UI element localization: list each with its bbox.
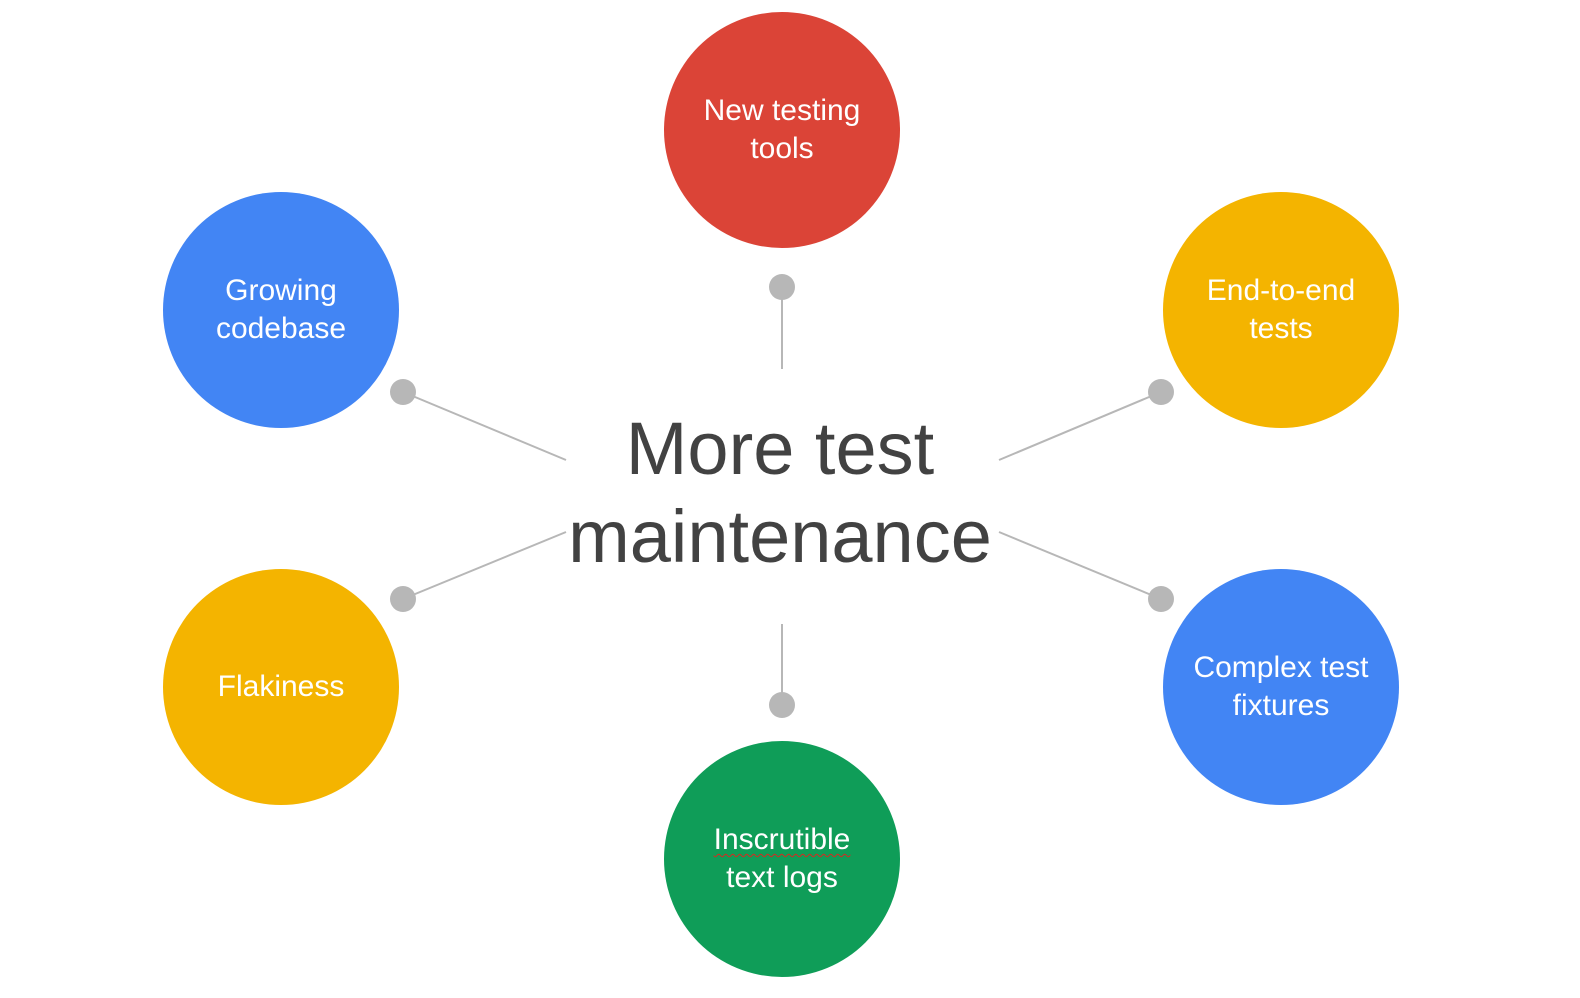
- connector-line-bottom-right: [998, 531, 1162, 600]
- connector-dot-top-left: [390, 379, 416, 405]
- connector-line-bottom-left: [402, 531, 567, 600]
- node-new-testing-tools: New testing tools: [664, 12, 900, 248]
- node-label-inscrutible-text-logs: Inscrutible text logs: [714, 821, 851, 897]
- node-label-text-logs: text logs: [726, 861, 838, 894]
- connector-dot-bottom: [769, 692, 795, 718]
- node-label-end-to-end-tests: End-to-end tests: [1206, 274, 1356, 345]
- center-title-line-1: More test: [625, 407, 935, 490]
- connector-dot-top: [769, 274, 795, 300]
- connector-line-top-right: [998, 391, 1162, 461]
- node-label-new-testing-tools: New testing tools: [703, 94, 861, 165]
- connector-dot-bottom-right: [1148, 586, 1174, 612]
- connector-dot-bottom-left: [390, 586, 416, 612]
- center-title: More test maintenance: [560, 405, 1000, 581]
- center-title-line-2: maintenance: [568, 495, 992, 578]
- node-flakiness: Flakiness: [163, 569, 399, 805]
- node-end-to-end-tests: End-to-end tests: [1163, 192, 1399, 428]
- connector-line-top-left: [402, 391, 567, 461]
- node-growing-codebase: Growing codebase: [163, 192, 399, 428]
- connector-dot-top-right: [1148, 379, 1174, 405]
- node-inscrutible-text-logs: Inscrutible text logs: [664, 741, 900, 977]
- node-label-growing-codebase: Growing codebase: [215, 274, 347, 345]
- node-complex-test-fixtures: Complex test fixtures: [1163, 569, 1399, 805]
- node-label-complex-test-fixtures: Complex test fixtures: [1193, 651, 1369, 722]
- node-label-flakiness: Flakiness: [217, 670, 345, 703]
- node-label-inscrutible-word: Inscrutible: [713, 823, 851, 856]
